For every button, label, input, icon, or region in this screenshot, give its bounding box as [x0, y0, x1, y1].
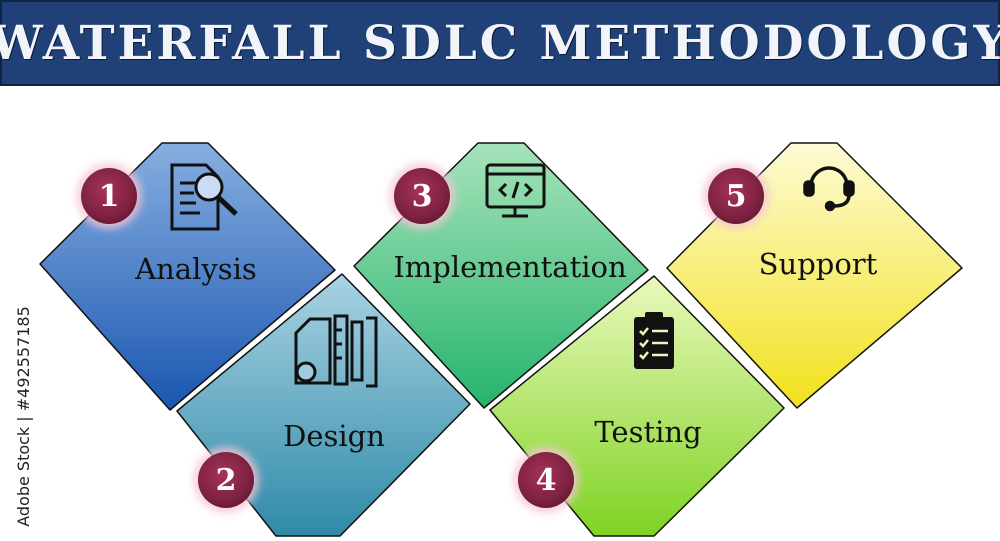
step-label-implementation: Implementation — [393, 250, 626, 284]
badge-number-4: 4 — [536, 463, 557, 498]
badge-number-1: 1 — [99, 179, 120, 214]
code-monitor-icon — [485, 163, 546, 218]
step-badge-2: 2 — [193, 447, 259, 513]
step-badge-4: 4 — [513, 447, 579, 513]
title-banner: WATERFALL SDLC METHODOLOGY — [0, 0, 1000, 86]
step-badge-3: 3 — [389, 163, 455, 229]
badge-number-5: 5 — [726, 179, 747, 214]
step-badge-1: 1 — [76, 163, 142, 229]
stock-watermark: Adobe Stock | #492557185 — [10, 305, 36, 527]
step-label-design: Design — [283, 419, 385, 453]
step-label-support: Support — [759, 247, 878, 281]
badge-number-2: 2 — [216, 463, 237, 498]
headset-icon — [803, 166, 855, 212]
design-tools-icon — [294, 314, 378, 388]
step-label-testing: Testing — [594, 415, 701, 449]
stock-watermark-text: Adobe Stock | #492557185 — [13, 305, 33, 527]
page-title: WATERFALL SDLC METHODOLOGY — [0, 15, 1000, 71]
badge-number-3: 3 — [412, 179, 433, 214]
document-magnifier-icon — [170, 163, 238, 231]
clipboard-checklist-icon — [634, 312, 674, 369]
step-badge-5: 5 — [703, 163, 769, 229]
step-label-analysis: Analysis — [134, 252, 257, 286]
